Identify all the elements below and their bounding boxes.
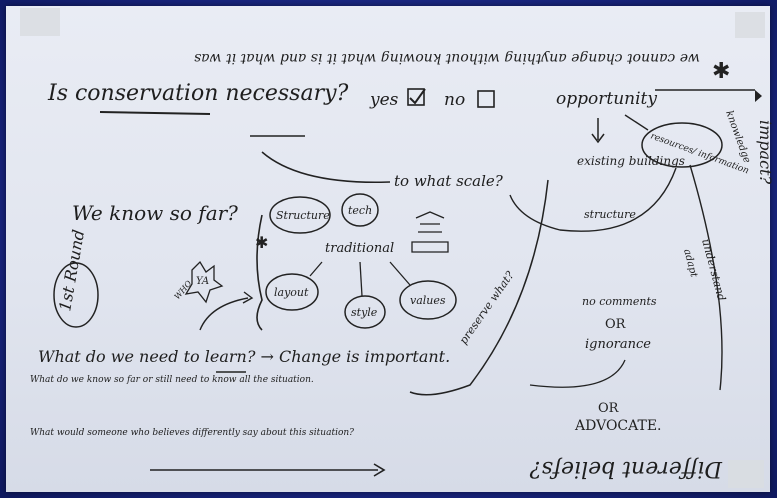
brace — [256, 214, 263, 331]
yes-label: yes — [369, 90, 399, 110]
arrow-line — [624, 114, 649, 131]
top-note: we cannot change anything without knowin… — [194, 50, 700, 66]
style-circle — [344, 295, 386, 329]
or-label-2: OR — [598, 401, 620, 416]
ignorance-label: ignorance — [585, 337, 651, 352]
round-circle — [53, 262, 99, 328]
arrowhead-icon — [242, 291, 254, 304]
yes-checkbox — [407, 88, 425, 106]
down-arrow-icon — [591, 118, 605, 144]
arrowhead-icon — [755, 90, 762, 102]
we-know-label: We know so far? — [72, 201, 238, 225]
need-learn-label: What do we need to learn? → Change is im… — [38, 347, 450, 366]
existing-label: existing buildings — [577, 154, 685, 168]
burst-icon — [184, 260, 224, 304]
tech-label: tech — [348, 204, 372, 217]
or-label: OR — [605, 317, 627, 332]
arrow-to-scale — [261, 151, 391, 183]
understand-label: understand — [699, 237, 728, 302]
structure-small-label: structure — [584, 208, 636, 221]
opportunity-label: opportunity — [556, 89, 657, 109]
underline — [99, 111, 211, 115]
whiteboard-paper — [6, 6, 770, 492]
curve-arrow — [509, 167, 677, 232]
connector — [359, 261, 363, 297]
advocate-label: ADVOCATE. — [574, 418, 662, 434]
asterisk-icon: ✱ — [712, 59, 730, 84]
long-curve — [409, 179, 549, 396]
scale-label: to what scale? — [394, 172, 504, 190]
tape — [728, 460, 764, 488]
values-circle — [399, 280, 457, 320]
knowledge-label: knowledge — [723, 109, 752, 164]
no-checkbox — [477, 90, 495, 108]
tape — [735, 12, 765, 38]
no-label: no — [444, 90, 465, 110]
layout-circle — [265, 273, 319, 311]
resources-circle — [641, 122, 723, 168]
left-note-2: What would someone who believes differen… — [30, 428, 354, 438]
tape — [20, 8, 60, 36]
connector — [389, 261, 411, 286]
preserve-label: preserve what? — [457, 269, 517, 347]
traditional-label: traditional — [325, 241, 394, 256]
beliefs-label: Different beliefs? — [530, 456, 723, 481]
question-text: Is conservation necessary? — [47, 81, 349, 106]
layout-label: layout — [274, 286, 309, 299]
round-label: 1st Round — [55, 228, 88, 312]
who-label: WHO — [173, 278, 194, 301]
structure-circle — [269, 196, 331, 234]
ya-label: YA — [196, 276, 209, 287]
arrow-right — [199, 297, 249, 331]
curve — [529, 359, 626, 388]
tech-circle — [341, 193, 379, 227]
arrowhead-icon — [373, 463, 386, 477]
impact-label: impact? — [756, 120, 775, 184]
right-curve — [689, 164, 723, 391]
star-icon: ✱ — [255, 233, 268, 252]
no-comments-label: no comments — [582, 295, 657, 308]
style-label: style — [351, 306, 378, 319]
pagoda-icon — [411, 211, 449, 253]
structure-label: Structure — [276, 209, 330, 222]
check-icon — [409, 88, 426, 105]
adapt-label: adapt — [681, 248, 699, 280]
values-label: values — [410, 294, 446, 307]
connector — [309, 261, 323, 277]
left-note-1: What do we know so far or still need to … — [30, 375, 314, 385]
